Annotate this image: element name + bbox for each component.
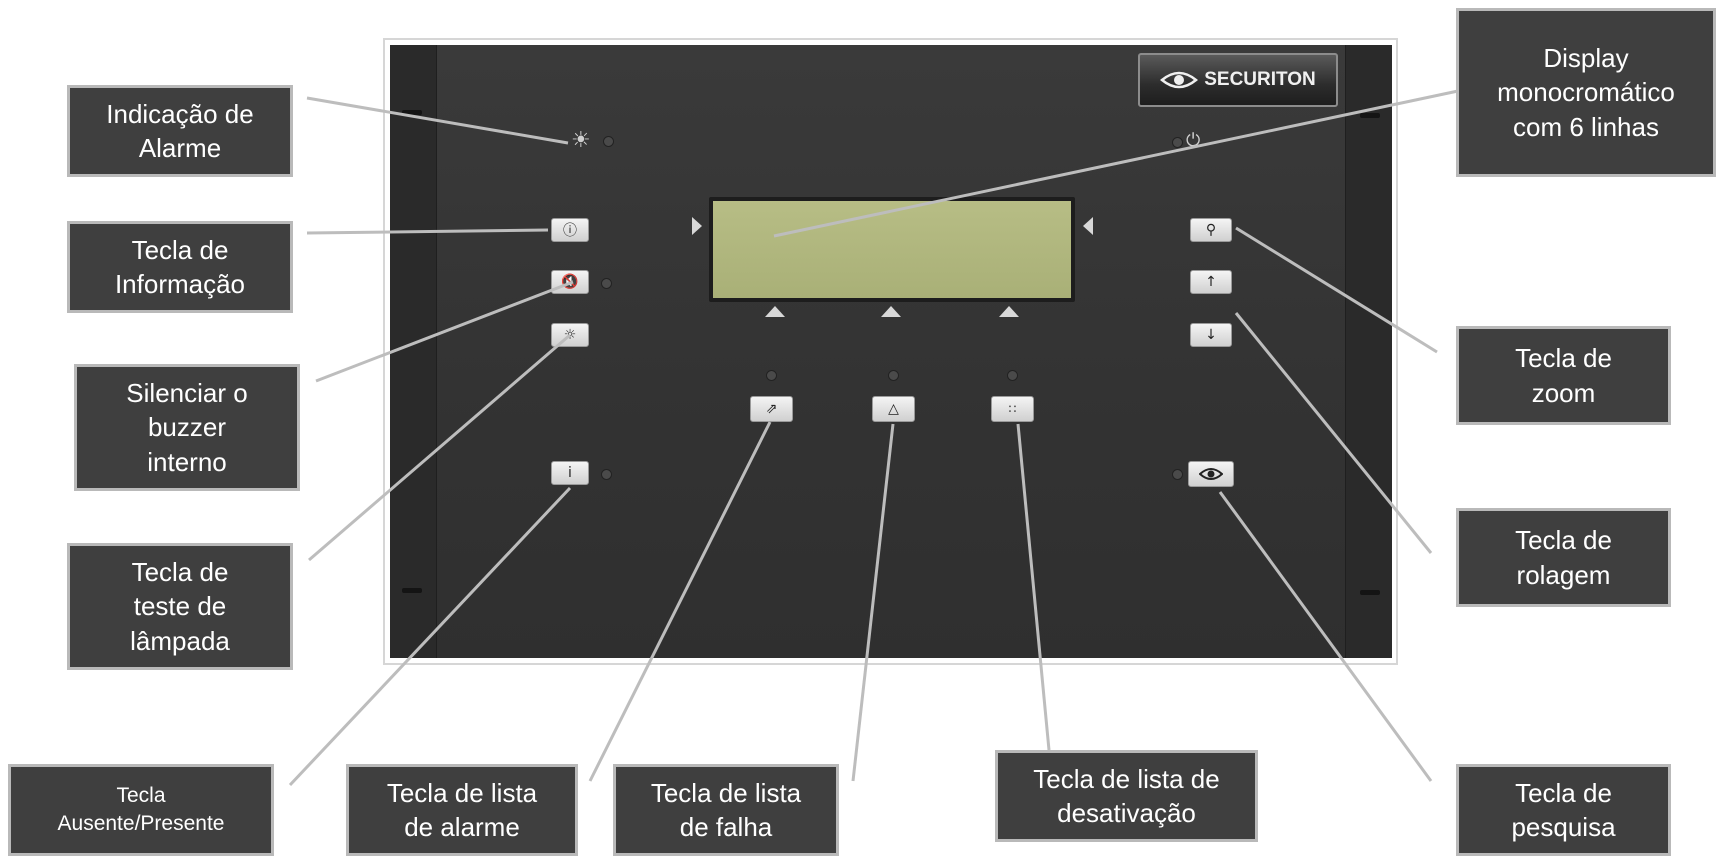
callout-alarm-list: Tecla de lista de alarme bbox=[346, 764, 578, 856]
leader-scroll-key bbox=[1234, 312, 1433, 554]
left-rail bbox=[390, 45, 437, 658]
callout-fault-list: Tecla de lista de falha bbox=[613, 764, 839, 856]
absent-present-button[interactable]: i bbox=[551, 461, 589, 485]
warning-triangle-icon: △ bbox=[888, 401, 899, 417]
arrow-up-icon: ↑ bbox=[1205, 274, 1217, 290]
leader-absent-present bbox=[288, 486, 572, 787]
lcd-display bbox=[713, 201, 1071, 298]
logo-text: SECURITON bbox=[1204, 69, 1316, 90]
leader-alarm-list bbox=[588, 421, 772, 782]
callout-silence-buzzer: Silenciar o buzzer interno bbox=[74, 364, 300, 491]
callout-alarm-indication: Indicação de Alarme bbox=[67, 85, 293, 177]
eye-icon bbox=[1199, 468, 1223, 480]
fire-alarm-icon: ☀ bbox=[571, 128, 591, 153]
eye-logo-icon bbox=[1160, 71, 1199, 89]
control-panel bbox=[390, 45, 1391, 658]
callout-display: Display monocromático com 6 linhas bbox=[1456, 8, 1716, 177]
absent-led bbox=[601, 469, 612, 480]
mount-slot bbox=[1360, 590, 1380, 595]
softkey-marker-1 bbox=[765, 306, 785, 317]
arrow-down-icon: ↓ bbox=[1205, 327, 1217, 343]
leader-alarm-indication bbox=[306, 96, 569, 145]
info-button[interactable]: ⓘ bbox=[551, 218, 589, 242]
fire-alarm-icon: ⇗ bbox=[765, 401, 778, 417]
alarm-list-button[interactable]: ⇗ bbox=[750, 396, 793, 422]
disable-list-button[interactable]: ∷ bbox=[991, 396, 1034, 422]
leader-display bbox=[773, 89, 1459, 238]
silence-led bbox=[601, 278, 612, 289]
display-marker-left bbox=[692, 217, 702, 235]
search-button[interactable] bbox=[1188, 461, 1234, 487]
callout-scroll-key: Tecla de rolagem bbox=[1456, 508, 1671, 607]
scroll-up-button[interactable]: ↑ bbox=[1190, 270, 1232, 294]
softkey-marker-2 bbox=[881, 306, 901, 317]
leader-fault-list bbox=[851, 423, 895, 782]
alarm-led bbox=[603, 136, 614, 147]
mount-slot bbox=[1360, 113, 1380, 118]
mount-slot bbox=[402, 110, 422, 115]
leader-lamp-test bbox=[308, 333, 571, 562]
fault-list-button[interactable]: △ bbox=[872, 396, 915, 422]
leader-silence-buzzer bbox=[315, 280, 574, 383]
person-icon: i bbox=[568, 465, 572, 481]
magnifier-icon: ⚲ bbox=[1205, 222, 1217, 238]
display-marker-right bbox=[1083, 217, 1093, 235]
leader-info-key bbox=[306, 228, 549, 235]
callout-disable-list: Tecla de lista de desativação bbox=[995, 750, 1258, 842]
mount-slot bbox=[402, 588, 422, 593]
callout-lamp-test: Tecla de teste de lâmpada bbox=[67, 543, 293, 670]
securiton-logo: SECURITON bbox=[1138, 53, 1338, 107]
right-rail bbox=[1345, 45, 1392, 658]
info-icon: ⓘ bbox=[563, 223, 577, 239]
fault-list-led bbox=[888, 370, 899, 381]
disable-list-led bbox=[1007, 370, 1018, 381]
search-led bbox=[1172, 469, 1183, 480]
callout-absent-present: Tecla Ausente/Presente bbox=[8, 764, 274, 856]
callout-search-key: Tecla de pesquisa bbox=[1456, 764, 1671, 856]
zoom-button[interactable]: ⚲ bbox=[1190, 218, 1232, 242]
network-disabled-icon: ∷ bbox=[1008, 402, 1017, 416]
scroll-down-button[interactable]: ↓ bbox=[1190, 323, 1232, 347]
callout-zoom-key: Tecla de zoom bbox=[1456, 326, 1671, 425]
leader-disable-list bbox=[1016, 423, 1051, 751]
power-led bbox=[1172, 137, 1183, 148]
leader-search-key bbox=[1218, 491, 1433, 782]
callout-info-key: Tecla de Informação bbox=[67, 221, 293, 313]
alarm-list-led bbox=[766, 370, 777, 381]
leader-zoom-key bbox=[1235, 226, 1438, 354]
softkey-marker-3 bbox=[999, 306, 1019, 317]
